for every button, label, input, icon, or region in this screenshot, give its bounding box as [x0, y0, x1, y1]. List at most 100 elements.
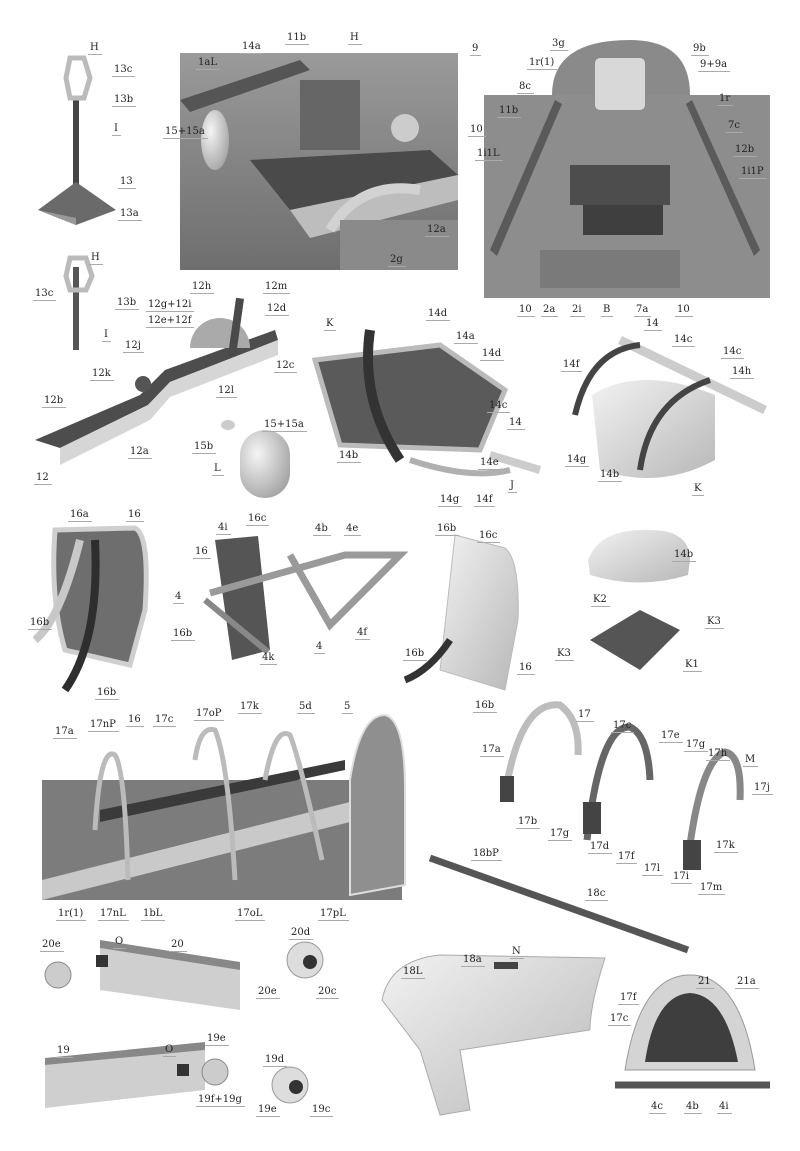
part-label-rail-12: 12h	[190, 281, 215, 294]
part-label-seat-pan-14: 14f	[474, 494, 496, 507]
part-label-backrest-16: 16a	[68, 509, 92, 522]
part-label-seat-14: 14h	[730, 366, 755, 379]
part-label-cushion-k: K3	[705, 616, 724, 629]
part-label-backrest-16: 16	[126, 509, 144, 522]
part-label-rail-12: 12k	[90, 368, 114, 381]
part-label-hoops-17: 17i	[671, 871, 692, 884]
part-label-seat-pan-14: 14g	[438, 494, 463, 507]
part-label-fuselage: 5d	[297, 701, 315, 714]
part-label-fuselage: 17pL	[318, 908, 349, 921]
part-label-part-20: O	[113, 936, 127, 949]
part-label-seat-pan-14: 14	[507, 417, 525, 430]
part-label-fuselage: 17c	[153, 714, 177, 727]
part-label-cockpit-front-view: 3g	[550, 38, 568, 51]
part-label-stick-13: H	[88, 42, 102, 55]
part-label-rail-12: 12	[34, 472, 52, 485]
part-label-seat-14: 14c	[721, 346, 745, 359]
part-label-cockpit-side-view: 1aL	[196, 57, 220, 70]
part-label-rail-12: 12l	[216, 385, 237, 398]
part-label-cockpit-front-view: 1r(1)	[527, 57, 558, 70]
part-label-part-19: 19e	[205, 1033, 229, 1046]
part-label-cockpit-front-view: 9+9a	[698, 59, 731, 72]
part-label-cushion-k: 14b	[672, 549, 697, 562]
part-label-rail-12: L	[212, 463, 224, 476]
part-label-plate-16: 16	[517, 662, 535, 675]
rail-assembly-12	[35, 255, 290, 498]
part-label-seat-pan-14: 14d	[426, 308, 451, 321]
part-label-cockpit-front-view: 8c	[517, 81, 534, 94]
part-label-seat-pan-14: K	[324, 318, 337, 331]
cockpit-side-render	[180, 53, 458, 270]
part-label-cockpit-front-view: 1r	[717, 93, 734, 106]
part-label-cockpit-side-view: 9	[470, 43, 482, 56]
bulkhead-21	[615, 974, 770, 1089]
part-label-plate-16: 16b	[435, 523, 460, 536]
part-label-part-19: 19d	[263, 1054, 288, 1067]
part-20	[44, 940, 324, 1010]
part-label-rail-12: 15+15a	[262, 419, 307, 432]
part-label-rail-12: 12m	[263, 281, 291, 294]
part-label-bulkhead-21: 4c	[649, 1101, 666, 1114]
part-label-seat-14: 14	[644, 318, 662, 331]
part-label-stick-13: 13b	[112, 94, 137, 107]
part-label-seat-pan-14: 14c	[487, 400, 511, 413]
part-label-cockpit-front-view: 11b	[497, 105, 522, 118]
part-label-rail-12: 12c	[274, 360, 298, 373]
part-label-rail-12: 13b	[115, 297, 140, 310]
part-label-frame-4: 4	[314, 641, 326, 654]
part-label-seat-14: 14c	[672, 334, 696, 347]
part-label-part-20: 20e	[40, 939, 64, 952]
part-label-cockpit-side-view: 15+15a	[163, 126, 208, 139]
part-label-frame-4: 4e	[344, 523, 362, 536]
cushion-and-k-block	[588, 529, 690, 670]
part-label-cushion-k: K3	[555, 648, 574, 661]
part-label-seat-14: K	[692, 483, 705, 496]
part-label-hoops-17: 17e	[659, 730, 683, 743]
part-label-panel-18: N	[510, 946, 524, 959]
part-label-fuselage: 5	[342, 701, 354, 714]
part-label-fuselage: 1r(1)	[56, 908, 87, 921]
part-label-rail-12: 12g+12i	[146, 299, 195, 312]
part-label-part-20: 20d	[289, 927, 314, 940]
part-label-panel-18: 18bP	[471, 848, 502, 861]
part-label-cockpit-side-view: 14a	[240, 41, 264, 54]
part-label-part-19: O	[163, 1044, 177, 1057]
part-label-panel-18: 18c	[585, 888, 609, 901]
part-label-cockpit-side-view: 12a	[425, 224, 449, 237]
part-label-seat-14: 14g	[565, 454, 590, 467]
part-label-rail-12: 12d	[265, 303, 290, 316]
plate-16	[403, 534, 519, 691]
part-label-rail-12: 12b	[42, 395, 67, 408]
seat-14	[572, 335, 767, 478]
part-label-seat-pan-14: 14d	[480, 348, 505, 361]
part-label-hoops-17: 17l	[642, 863, 663, 876]
panel-18	[381, 854, 690, 1116]
part-label-plate-16: 16b	[403, 648, 428, 661]
part-label-hoops-17: 17b	[516, 816, 541, 829]
part-label-rail-12: 12j	[123, 340, 144, 353]
part-label-cockpit-front-view: 10	[517, 304, 535, 317]
part-label-frame-4: 4	[173, 591, 185, 604]
part-label-fuselage: 17k	[238, 701, 262, 714]
part-label-plate-16: 16b	[473, 700, 498, 713]
part-label-panel-18: 18L	[401, 966, 426, 979]
part-label-rail-12: 13c	[33, 288, 57, 301]
part-label-cockpit-side-view: 2g	[388, 254, 406, 267]
part-label-rail-12: H	[89, 252, 103, 265]
part-label-cockpit-front-view: B	[601, 304, 614, 317]
part-label-panel-18: 18a	[461, 954, 485, 967]
part-label-cockpit-front-view: 9b	[691, 43, 709, 56]
part-label-frame-4: 4i	[216, 522, 231, 535]
part-label-fuselage: 17a	[53, 726, 77, 739]
part-label-cockpit-front-view: 7a	[634, 304, 652, 317]
part-label-frame-4: 16b	[171, 628, 196, 641]
part-label-part-19: 19c	[310, 1104, 334, 1117]
part-label-frame-4: 4b	[313, 523, 331, 536]
part-label-hoops-17: 17g	[548, 828, 573, 841]
part-label-cockpit-side-view: 10	[468, 124, 486, 137]
fuselage-frame	[42, 713, 406, 900]
part-label-part-19: 19e	[256, 1104, 280, 1117]
part-label-bulkhead-21: 21	[696, 976, 714, 989]
part-label-hoops-17: M	[743, 754, 759, 767]
